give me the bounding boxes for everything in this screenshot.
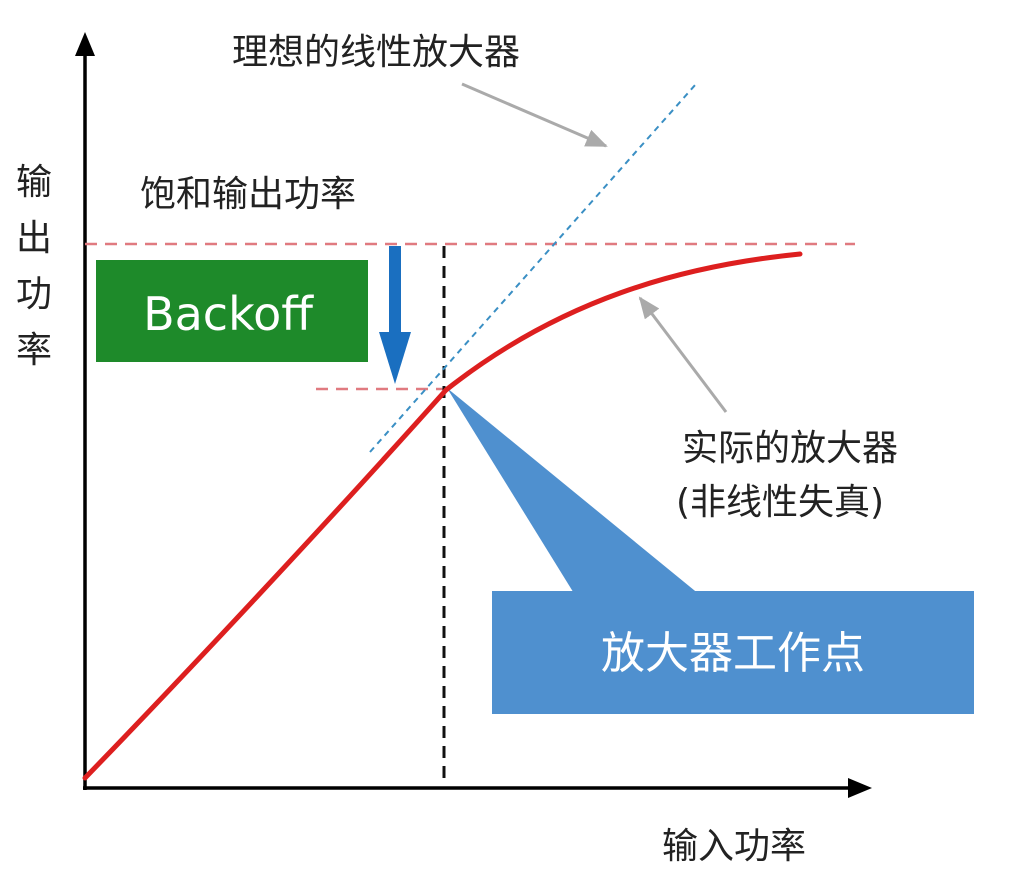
y-axis-label-char: 功: [16, 274, 52, 315]
ideal-linear-line: [369, 83, 697, 453]
x-axis-label: 输入功率: [662, 826, 806, 867]
arrow-down-icon: [379, 246, 411, 384]
operating-point-callout-pointer: [447, 388, 700, 595]
ideal-amplifier-label: 理想的线性放大器: [232, 32, 520, 73]
saturation-power-label: 饱和输出功率: [140, 174, 356, 215]
y-axis-arrowhead: [75, 32, 95, 56]
actual-amplifier-note: (非线性失真): [676, 482, 884, 523]
operating-point-callout-box: [492, 591, 974, 714]
actual-amplifier-label: 实际的放大器: [682, 428, 898, 469]
y-axis-label-char: 率: [16, 330, 52, 371]
y-axis-label-char: 出: [16, 218, 52, 259]
y-axis-label-char: 输: [16, 162, 52, 203]
backoff-label: Backoff: [143, 287, 314, 341]
operating-point-label: 放大器工作点: [601, 628, 865, 679]
x-axis-arrowhead: [848, 778, 872, 798]
arrow-pointer-icon: [638, 296, 728, 413]
backoff-box: [96, 260, 368, 362]
arrow-pointer-icon: [461, 82, 608, 148]
actual-amplifier-curve: [82, 251, 803, 781]
